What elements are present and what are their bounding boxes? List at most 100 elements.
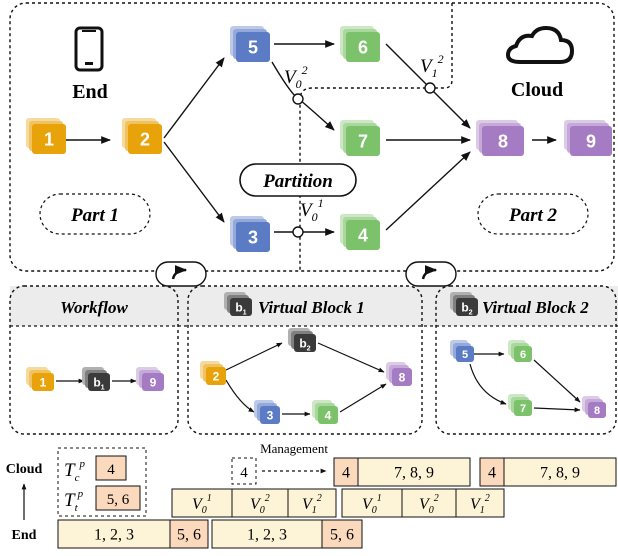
svg-text:1: 1 xyxy=(40,375,47,389)
cut-marker-v01 xyxy=(292,226,304,238)
vb1-node-8: 8 xyxy=(386,362,412,386)
node-2: 2 xyxy=(122,118,162,154)
svg-text:2: 2 xyxy=(213,369,220,383)
svg-text:8: 8 xyxy=(498,131,508,151)
svg-text:V01: V01 xyxy=(362,493,382,516)
node-5: 5 xyxy=(230,26,270,62)
panel-edges xyxy=(56,342,581,417)
wf-node-1: 1 xyxy=(26,367,54,391)
svg-text:3: 3 xyxy=(248,227,258,247)
workflow-title: Workflow xyxy=(60,298,128,317)
next-arrow-button-2[interactable] xyxy=(405,261,457,287)
vb1-node-b2: b2 xyxy=(288,328,316,352)
cloud-label: Cloud xyxy=(511,79,563,101)
v12-label: V12 xyxy=(420,52,444,80)
v-row-cell: V01 xyxy=(341,488,403,518)
tc-value-box xyxy=(95,455,127,481)
cut-marker-v02 xyxy=(292,93,304,105)
bottom-end-label: End xyxy=(12,528,37,543)
svg-text:V12: V12 xyxy=(302,493,322,516)
vb2-title: Virtual Block 2 xyxy=(482,298,589,317)
svg-text:1, 2, 3: 1, 2, 3 xyxy=(94,527,134,544)
svg-text:b1: b1 xyxy=(235,300,246,316)
svg-text:4: 4 xyxy=(325,408,332,422)
svg-text:1: 1 xyxy=(44,129,54,149)
v-row-cell: V12 xyxy=(455,488,505,518)
vb2-panel xyxy=(435,285,617,435)
v01-label: V01 xyxy=(300,196,324,224)
node-1: 1 xyxy=(26,118,66,154)
vb1-title: Virtual Block 1 xyxy=(258,298,365,317)
svg-text:7, 8, 9: 7, 8, 9 xyxy=(394,465,434,482)
cloud-icon xyxy=(505,25,575,64)
svg-text:1, 2, 3: 1, 2, 3 xyxy=(247,527,287,544)
vb1-node-3: 3 xyxy=(254,400,280,424)
vb1-panel xyxy=(187,285,423,435)
svg-text:5, 6: 5, 6 xyxy=(330,527,354,544)
svg-text:4: 4 xyxy=(342,465,350,482)
svg-text:8: 8 xyxy=(594,405,600,417)
svg-text:4: 4 xyxy=(358,225,368,245)
vb1-icon: b1 xyxy=(224,292,252,316)
workflow-panel xyxy=(9,285,179,435)
vb1-node-2: 2 xyxy=(200,361,226,385)
node-7: 7 xyxy=(340,120,380,156)
svg-text:2: 2 xyxy=(140,129,150,149)
tc-label: Tcp xyxy=(64,458,85,484)
svg-text:5: 5 xyxy=(462,349,468,361)
svg-text:5, 6: 5, 6 xyxy=(177,527,201,544)
svg-text:V02: V02 xyxy=(419,493,439,516)
node-8: 8 xyxy=(476,120,524,156)
vb2-node-7: 7 xyxy=(508,394,532,416)
svg-text:b1: b1 xyxy=(93,375,104,391)
part1-label: Part 1 xyxy=(70,205,119,226)
node-9: 9 xyxy=(564,120,612,156)
v-row-cell: V02 xyxy=(401,488,457,518)
tt-value-box xyxy=(95,485,141,511)
cut-marker-v12 xyxy=(424,82,436,94)
panel-header-strip xyxy=(10,286,618,326)
svg-text:7, 8, 9: 7, 8, 9 xyxy=(540,465,580,482)
vb2-icon-block: b2 xyxy=(450,292,478,316)
v-row-cell: V02 xyxy=(231,488,289,518)
node-6: 6 xyxy=(340,26,380,62)
node-4: 4 xyxy=(340,214,380,250)
vb2-icon: b2 xyxy=(450,292,478,316)
management-label: Management xyxy=(260,441,328,456)
management-value: 4 xyxy=(240,465,248,481)
svg-text:4: 4 xyxy=(488,465,496,482)
svg-text:b2: b2 xyxy=(461,300,472,316)
svg-text:b2: b2 xyxy=(299,336,310,352)
cloud-row-segment: 4 7, 8, 9 xyxy=(479,457,617,487)
wf-node-b1: b1 xyxy=(82,367,110,391)
svg-text:8: 8 xyxy=(399,370,406,384)
end-label: End xyxy=(72,81,108,103)
svg-text:9: 9 xyxy=(150,375,157,389)
wf-node-9: 9 xyxy=(136,367,164,391)
svg-text:5: 5 xyxy=(248,37,258,57)
v-row-cell: V12 xyxy=(287,488,337,518)
vb2-node-5: 5 xyxy=(450,340,474,362)
svg-text:V02: V02 xyxy=(250,493,270,516)
svg-text:7: 7 xyxy=(520,403,526,415)
cloud-row-segment: 4 7, 8, 9 xyxy=(333,457,471,487)
vb1-node-4: 4 xyxy=(312,400,338,424)
svg-text:6: 6 xyxy=(358,37,368,57)
vb2-node-6: 6 xyxy=(508,340,532,362)
svg-text:V12: V12 xyxy=(470,493,490,516)
node-3: 3 xyxy=(230,216,270,252)
tt-value: 5, 6 xyxy=(107,492,130,508)
next-arrow-button-1[interactable] xyxy=(155,261,207,287)
v-row-cell: V01 xyxy=(171,488,233,518)
svg-text:V01: V01 xyxy=(192,493,212,516)
vb2-node-8: 8 xyxy=(582,396,606,418)
svg-text:3: 3 xyxy=(267,408,274,422)
phone-icon xyxy=(74,26,104,72)
svg-text:9: 9 xyxy=(586,131,596,151)
vb1-icon-block: b1 xyxy=(224,292,252,316)
v02-label: V02 xyxy=(284,63,308,91)
tc-value: 4 xyxy=(107,462,115,478)
management-box xyxy=(231,457,257,485)
bottom-cloud-label: Cloud xyxy=(6,462,43,477)
